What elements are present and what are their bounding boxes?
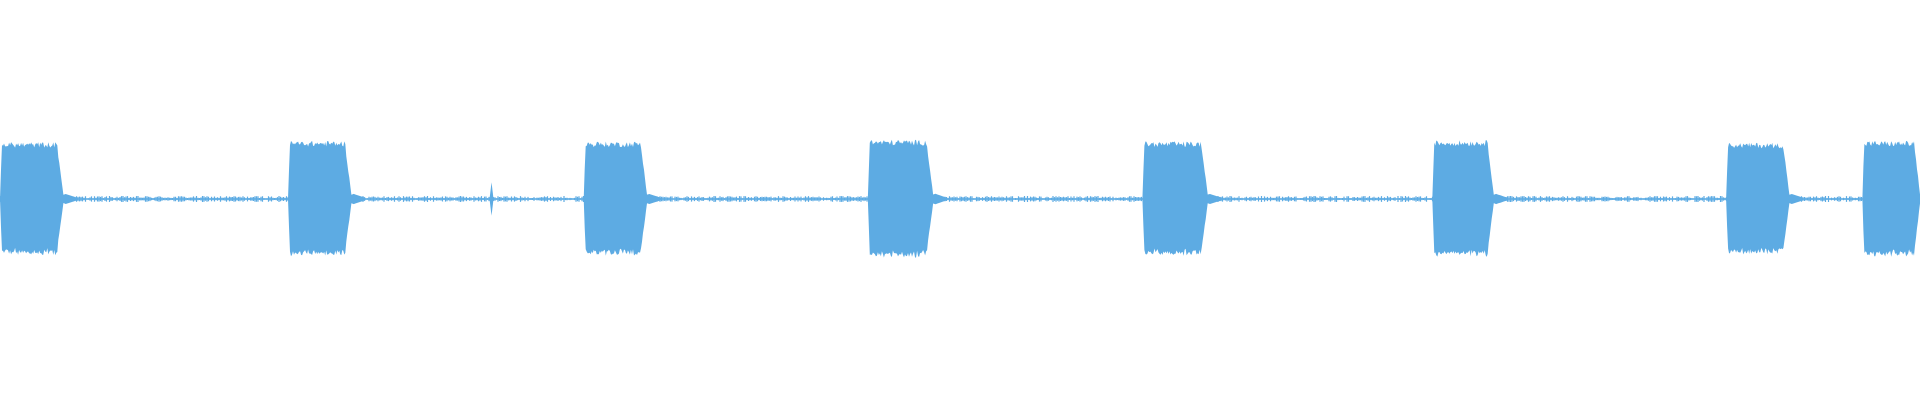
waveform-burst-0	[0, 142, 78, 256]
waveform-burst-3	[867, 139, 948, 258]
waveform-burst-6	[1726, 142, 1804, 255]
waveform-burst-4	[1142, 141, 1222, 256]
waveform-burst-1	[288, 140, 366, 257]
waveform-burst-5	[1432, 140, 1508, 257]
waveform-spike-0	[489, 182, 494, 216]
waveform-burst-2	[583, 141, 661, 256]
waveform-burst-7	[1862, 140, 1920, 257]
